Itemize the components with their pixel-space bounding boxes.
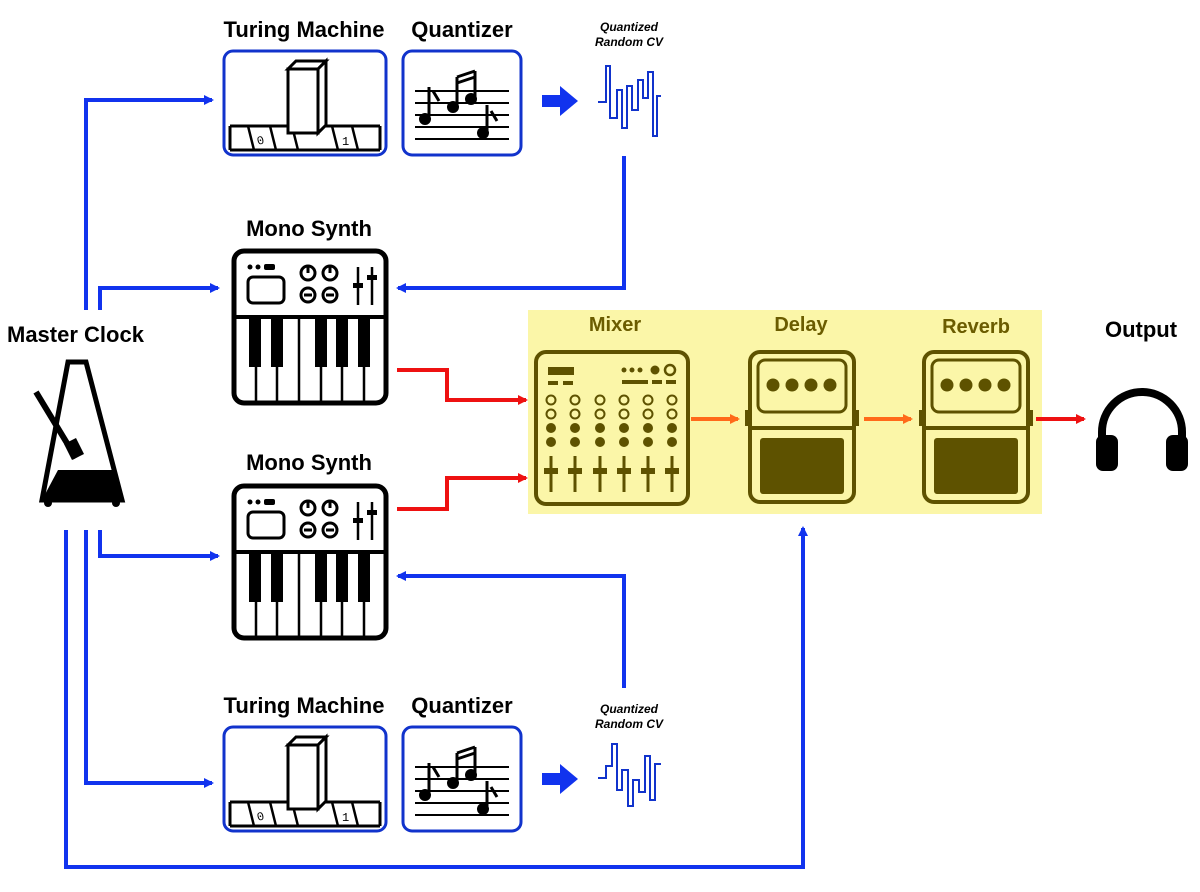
mono-synth-top-label: Mono Synth bbox=[246, 216, 372, 241]
wire-clock-to-synth-bottom bbox=[98, 530, 220, 561]
synth-keyboard-icon bbox=[234, 251, 386, 403]
cv-bottom-label-line2: Random CV bbox=[595, 717, 664, 731]
wire-cv-top-to-synth-top bbox=[396, 156, 626, 293]
metronome-icon bbox=[33, 359, 126, 507]
music-notes-icon bbox=[401, 49, 523, 157]
delay-label: Delay bbox=[774, 314, 828, 336]
arrow-right-icon bbox=[542, 764, 578, 794]
quantizer-top-label: Quantizer bbox=[411, 17, 513, 42]
mono-synth-top: Mono Synth bbox=[234, 216, 386, 403]
output-node: Output bbox=[1096, 317, 1188, 471]
quantizer-bottom-label: Quantizer bbox=[411, 693, 513, 718]
mono-synth-bottom-label: Mono Synth bbox=[246, 450, 372, 475]
effects-chain-panel: Mixer bbox=[528, 310, 1042, 514]
turing-machine-top-label: Turing Machine bbox=[224, 17, 385, 42]
cv-top-label-line2: Random CV bbox=[595, 35, 664, 49]
stepped-waveform-icon bbox=[598, 65, 661, 137]
wire-synth-bottom-to-mixer bbox=[397, 473, 528, 511]
cv-bottom-label-line1: Quantized bbox=[600, 702, 659, 716]
arrow-right-icon bbox=[542, 86, 578, 116]
cv-top: Quantized Random CV bbox=[595, 20, 664, 137]
turing-machine-top: Turing Machine bbox=[222, 17, 388, 157]
cv-top-label-line1: Quantized bbox=[600, 20, 659, 34]
turing-machine-bottom-label: Turing Machine bbox=[224, 693, 385, 718]
stepped-waveform-icon bbox=[598, 743, 661, 807]
turing-machine-bottom: Turing Machine bbox=[222, 693, 388, 833]
cv-bottom: Quantized Random CV bbox=[595, 702, 664, 807]
mono-synth-bottom: Mono Synth bbox=[234, 450, 386, 638]
mixer-icon bbox=[534, 350, 690, 506]
wire-synth-top-to-mixer bbox=[397, 368, 528, 405]
turing-tape-icon bbox=[222, 725, 388, 833]
wire-clock-to-turing-bottom bbox=[84, 530, 214, 788]
clock-wires bbox=[64, 95, 808, 869]
reverb-label: Reverb bbox=[942, 316, 1010, 338]
wire-clock-to-delay bbox=[64, 526, 808, 869]
master-clock-node: Master Clock bbox=[7, 322, 145, 507]
master-clock-label: Master Clock bbox=[7, 322, 145, 347]
mixer-label: Mixer bbox=[589, 314, 641, 336]
quantizer-top: Quantizer bbox=[401, 17, 523, 157]
music-notes-icon bbox=[401, 725, 523, 833]
wire-cv-bottom-to-synth-bottom bbox=[396, 571, 626, 688]
wire-clock-to-turing-top bbox=[84, 95, 214, 310]
wire-clock-to-synth-top bbox=[98, 283, 220, 310]
synth-keyboard-icon bbox=[234, 486, 386, 638]
output-label: Output bbox=[1105, 317, 1178, 342]
turing-tape-icon bbox=[222, 49, 388, 157]
audio-wires bbox=[397, 368, 528, 511]
quantizer-bottom: Quantizer bbox=[401, 693, 523, 833]
headphones-icon bbox=[1096, 388, 1188, 471]
